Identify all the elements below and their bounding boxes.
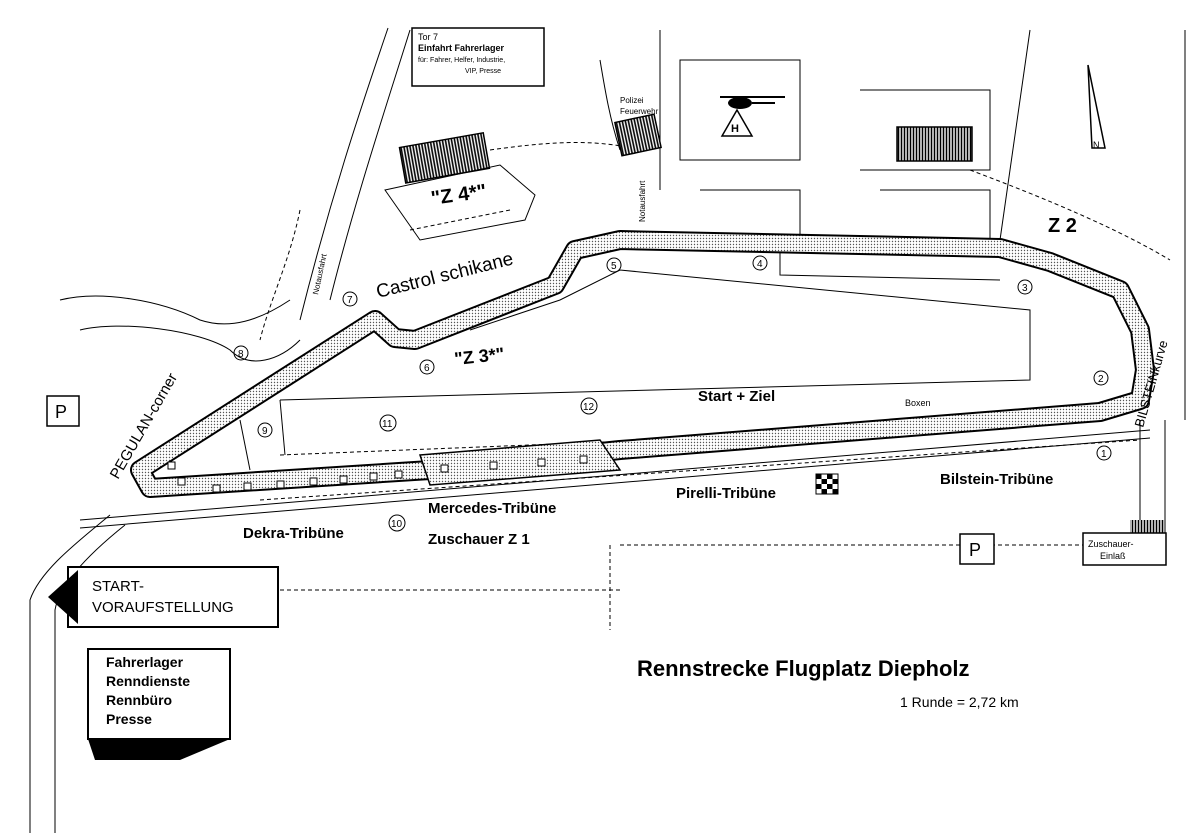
post-6: 6 (424, 363, 430, 374)
gate-line-2: Einfahrt Fahrerlager (418, 43, 505, 53)
lap-length: 1 Runde = 2,72 km (900, 694, 1019, 710)
checkered-flag-icon (815, 473, 839, 495)
gate-line-1: Tor 7 (418, 32, 438, 42)
parking-icon: P (969, 540, 981, 560)
notausfahrt-2: Notausfahrt (311, 252, 329, 295)
marshal-posts: 1 2 3 4 5 6 7 8 9 10 11 12 (233, 255, 1112, 532)
map-title: Rennstrecke Flugplatz Diepholz (637, 656, 970, 681)
post-10: 10 (391, 519, 403, 530)
zone-z4-label: "Z 4*" (430, 180, 488, 210)
spectator-entry: Zuschauer- Einlaß (1082, 520, 1167, 566)
paddock-line-1: Fahrerlager (106, 654, 184, 670)
hangar-z2 (896, 126, 973, 162)
zone-z1-label: Zuschauer Z 1 (428, 531, 530, 548)
post-9: 9 (262, 426, 268, 437)
notausfahrt-1: Notausfahrt (638, 180, 647, 222)
entry-line-2: Einlaß (1100, 551, 1126, 561)
start-grid-sign: START- VORAUFSTELLUNG (48, 566, 279, 628)
gate-line-3: für: Fahrer, Helfer, Industrie, (418, 57, 505, 64)
police-building (614, 113, 662, 157)
hangar-z4 (398, 131, 491, 184)
helipad: H (720, 96, 785, 137)
post-11: 11 (382, 419, 393, 430)
mercedes-stand-label: Mercedes-Tribüne (428, 500, 556, 517)
paddock-line-2: Renndienste (106, 673, 190, 689)
paddock-line-4: Presse (106, 711, 152, 727)
parking-right: P (959, 533, 995, 565)
post-1: 1 (1101, 449, 1107, 460)
gate-line-4: VIP, Presse (465, 68, 501, 75)
parking-left: P (46, 395, 80, 427)
gate-info-box: Tor 7 Einfahrt Fahrerlager für: Fahrer, … (411, 27, 545, 87)
north-arrow-icon: N (1087, 64, 1106, 150)
pit-boxes (167, 455, 588, 493)
entry-line-1: Zuschauer- (1088, 539, 1134, 549)
start-grid-line-1: START- (92, 578, 144, 595)
north-label: N (1093, 140, 1100, 150)
bilstein-stand-label: Bilstein-Tribüne (940, 471, 1053, 488)
paddock-sign: Fahrerlager Renndienste Rennbüro Presse (87, 648, 231, 760)
start-grid-line-2: VORAUFSTELLUNG (92, 599, 234, 616)
fire-label: Feuerwehr (620, 107, 659, 116)
infield (79, 269, 1151, 529)
parking-icon: P (55, 402, 67, 422)
dekra-stand-label: Dekra-Tribüne (243, 525, 344, 542)
post-12: 12 (583, 402, 595, 413)
paddock-line-3: Rennbüro (106, 692, 172, 708)
race-track (130, 230, 1155, 498)
post-3: 3 (1022, 283, 1028, 294)
zone-z3-label: "Z 3*" (453, 344, 505, 369)
post-8: 8 (238, 349, 244, 360)
castrol-label: Castrol schikane (374, 248, 515, 302)
zone-z2-label: Z 2 (1048, 215, 1077, 237)
start-finish-label: Start + Ziel (698, 388, 775, 405)
heli-letter: H (731, 123, 739, 135)
post-4: 4 (757, 259, 763, 270)
boxen-label: Boxen (905, 398, 931, 408)
post-7: 7 (347, 295, 353, 306)
post-2: 2 (1098, 374, 1104, 385)
z4-area (384, 164, 536, 241)
post-5: 5 (611, 261, 617, 272)
police-label: Polizei (620, 96, 644, 105)
pirelli-stand-label: Pirelli-Tribüne (676, 485, 776, 502)
